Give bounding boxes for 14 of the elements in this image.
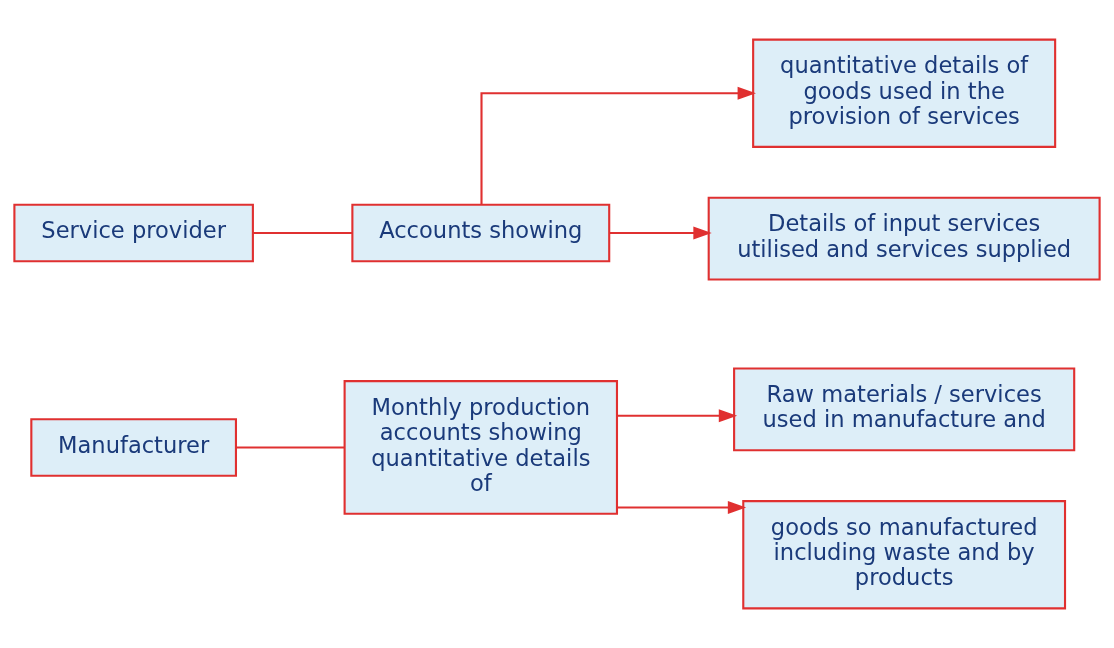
arrow (617, 501, 747, 514)
arrow (480, 86, 756, 205)
arrow (617, 409, 738, 423)
connector (253, 231, 353, 235)
node-box: Service provider (13, 203, 254, 263)
node-box: Monthly production accounts showing quantitative details of (343, 380, 619, 515)
node-box: Raw materials / services used in manufacture and (733, 367, 1076, 452)
node-box: Details of input services utilised and services supplied (707, 196, 1101, 281)
node-box: quantitative details of goods used in the provision of services (752, 38, 1057, 148)
arrow (609, 226, 712, 240)
node-box: goods so manufactured including waste and by products (742, 500, 1067, 610)
node-box: Manufacturer (30, 418, 237, 477)
node-box: Accounts showing (351, 203, 611, 263)
connector (236, 446, 345, 449)
